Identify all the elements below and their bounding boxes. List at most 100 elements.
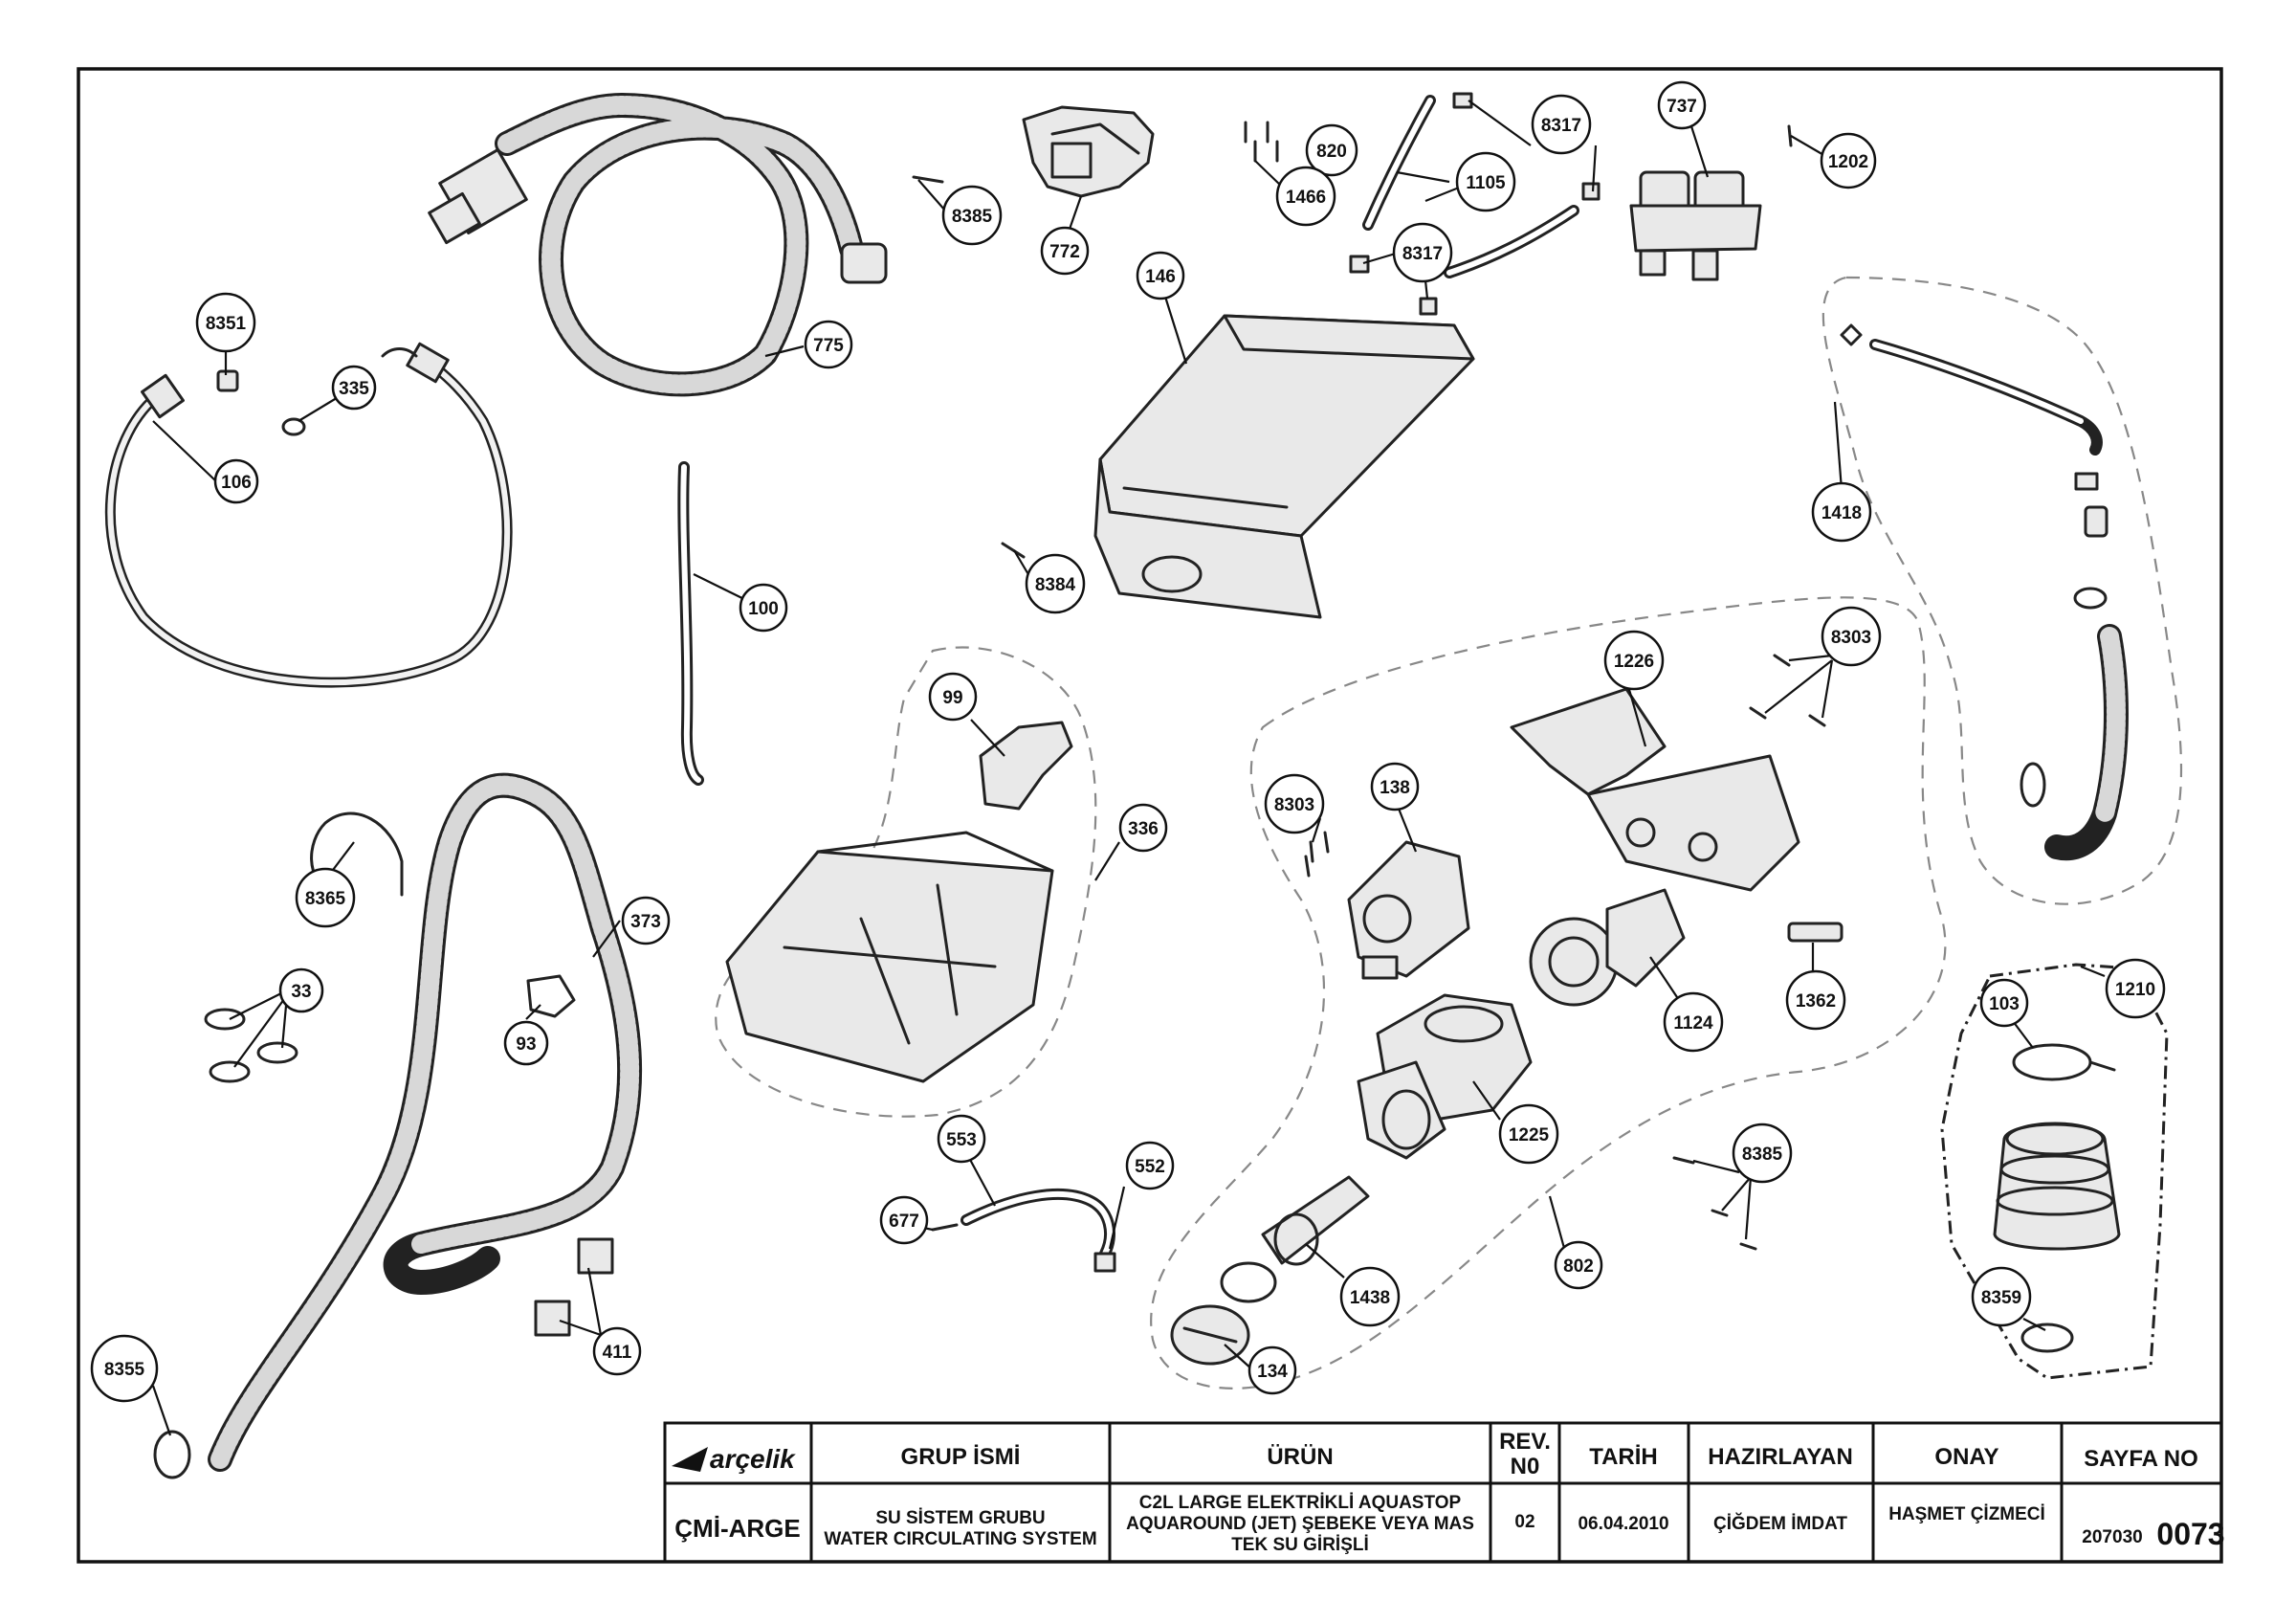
callout-label: 8359 (1981, 1288, 2021, 1308)
header-rev-line1: REV. (1499, 1429, 1551, 1455)
header-rev-line2: N0 (1511, 1454, 1540, 1479)
callout-label: 335 (339, 379, 369, 399)
callout-1202: 1202 (1820, 132, 1877, 189)
clamps-33 (204, 1008, 298, 1083)
callout-label: 8385 (1742, 1145, 1783, 1165)
callout-8385-right: 8385 (1732, 1123, 1793, 1184)
callout-1418: 1418 (1811, 481, 1872, 543)
callout-label: 802 (1563, 1256, 1594, 1277)
callout-335: 335 (331, 365, 377, 411)
header-product: ÜRÜN (1267, 1444, 1333, 1470)
prepared-by: ÇİĞDEM İMDAT (1713, 1513, 1847, 1534)
callout-label: 106 (221, 473, 252, 493)
callout-label: 8317 (1541, 116, 1581, 136)
callout-label: 99 (942, 688, 962, 708)
callout-label: 1438 (1350, 1288, 1390, 1308)
callout-label: 8351 (206, 314, 247, 334)
screw-1202 (1787, 124, 1793, 147)
callout-8355: 8355 (90, 1334, 159, 1403)
callout-552: 552 (1125, 1141, 1175, 1190)
callout-1466: 1466 (1275, 166, 1336, 227)
tube-100 (677, 461, 704, 786)
approved-by: HAŞMET ÇİZMECİ (1888, 1504, 2045, 1524)
callout-label: 8385 (952, 207, 993, 227)
pump-housing-1225 (1357, 993, 1533, 1160)
callout-1438: 1438 (1339, 1266, 1401, 1327)
callout-8303-left: 8303 (1264, 773, 1325, 834)
callout-label: 677 (889, 1212, 919, 1232)
department: ÇMİ-ARGE (674, 1514, 800, 1543)
callout-label: 552 (1135, 1157, 1165, 1177)
logo-text: arçelik (710, 1444, 796, 1474)
callout-8384: 8384 (1025, 553, 1086, 614)
callout-134: 134 (1247, 1345, 1297, 1395)
callout-1124: 1124 (1663, 991, 1724, 1053)
callout-8317-top: 8317 (1531, 94, 1592, 155)
product-line2: AQUAROUND (JET) ŞEBEKE VEYA MAS (1126, 1514, 1474, 1534)
callout-label: 1418 (1821, 503, 1862, 523)
valve-772 (1022, 105, 1155, 198)
callout-100: 100 (739, 583, 788, 633)
callout-label: 1105 (1466, 173, 1506, 193)
callout-label: 138 (1380, 778, 1410, 798)
callout-label: 93 (516, 1034, 536, 1055)
callout-99: 99 (928, 672, 978, 722)
callout-772: 772 (1040, 226, 1090, 276)
callout-label: 737 (1667, 97, 1697, 117)
clamp-8355 (153, 1430, 191, 1479)
callout-553: 553 (937, 1114, 986, 1164)
page-number: 0073 (2156, 1517, 2224, 1551)
screws-8303-right (1749, 654, 1826, 727)
callout-93: 93 (503, 1020, 549, 1066)
callout-146: 146 (1136, 251, 1185, 300)
callout-label: 373 (630, 912, 661, 932)
callout-label: 553 (946, 1130, 977, 1150)
callout-label: 100 (748, 599, 779, 619)
header-group: GRUP İSMİ (901, 1444, 1021, 1470)
title-block: arçelik GRUP İSMİ ÜRÜN REV. N0 TARİH HAZ… (663, 1421, 2225, 1564)
callout-33: 33 (278, 967, 324, 1013)
group-name-line1: SU SİSTEM GRUBU (875, 1508, 1045, 1528)
washer-335 (281, 417, 306, 436)
callout-label: 33 (291, 982, 311, 1002)
drain-hose-group-boundary (1821, 276, 2183, 905)
header-page: SAYFA NO (2084, 1446, 2198, 1472)
door-gasket-1210 (1993, 1043, 2121, 1353)
callout-8303-right: 8303 (1821, 606, 1882, 667)
screws-1466 (1244, 121, 1279, 163)
hose-553 (960, 1188, 1115, 1259)
solenoid-valve-737 (1629, 170, 1762, 281)
callout-820: 820 (1305, 123, 1358, 177)
callout-336: 336 (1118, 803, 1168, 853)
callout-label: 820 (1316, 142, 1347, 162)
callout-label: 336 (1128, 819, 1159, 839)
arcelik-logo: arçelik (672, 1444, 796, 1474)
clip-99 (979, 721, 1073, 811)
callout-label: 1202 (1828, 152, 1868, 172)
group-name-line2: WATER CIRCULATING SYSTEM (824, 1529, 1096, 1549)
callout-1226: 1226 (1603, 630, 1665, 691)
callout-737: 737 (1657, 80, 1707, 130)
clips-411 (534, 1237, 614, 1337)
page-prefix: 207030 (2082, 1527, 2142, 1547)
callout-802: 802 (1554, 1240, 1603, 1290)
screws-8385-right (1672, 1156, 1757, 1251)
drain-hose-373 (208, 772, 643, 1472)
screw-8385-top (912, 175, 944, 184)
callout-label: 1225 (1509, 1125, 1550, 1145)
callout-label: 1210 (2115, 980, 2155, 1000)
part-677 (931, 1223, 959, 1232)
callout-label: 1362 (1796, 991, 1836, 1012)
callout-label: 146 (1145, 267, 1176, 287)
header-approval: ONAY (1934, 1444, 1998, 1470)
callout-1105: 1105 (1455, 151, 1516, 212)
callout-411: 411 (592, 1326, 642, 1376)
screws-8303-left (1304, 831, 1330, 878)
callout-8317-mid: 8317 (1392, 222, 1453, 283)
pump-bracket-1226 (1510, 687, 1800, 892)
drawer-housing-146 (1093, 314, 1475, 619)
callout-1362: 1362 (1785, 969, 1846, 1031)
callout-label: 772 (1049, 242, 1080, 262)
callout-8359: 8359 (1971, 1266, 2032, 1327)
callout-8351: 8351 (195, 292, 256, 353)
